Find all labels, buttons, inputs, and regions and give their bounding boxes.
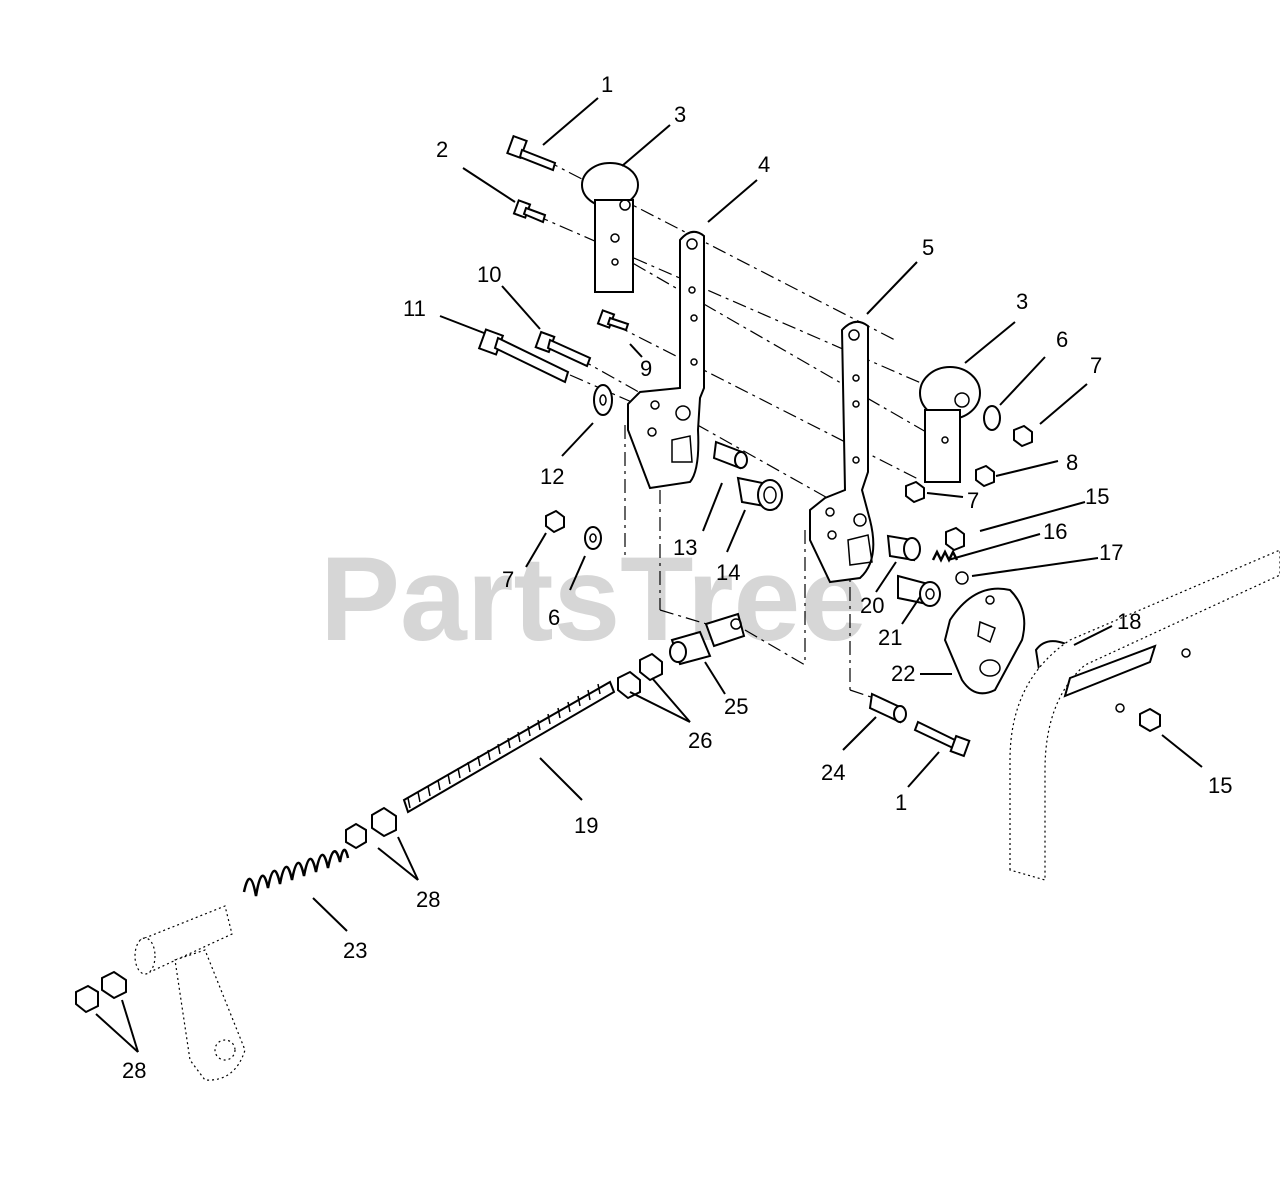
- leader-lines: [95, 97, 1203, 1053]
- callout-21: 21: [878, 625, 902, 650]
- callout-28-mid: 28: [416, 887, 440, 912]
- callout-15-right: 15: [1208, 773, 1232, 798]
- callout-24: 24: [821, 760, 845, 785]
- callout-11: 11: [403, 296, 426, 321]
- callout-22: 22: [891, 661, 915, 686]
- callout-labels: 1 2 3 4 5 3 6 7 8 7 15 16 17 10 11 9 12 …: [122, 72, 1232, 1083]
- watermark: PartsTree: [320, 532, 867, 666]
- alignment-lines: [534, 159, 961, 701]
- callout-23: 23: [343, 938, 367, 963]
- washers-and-nuts: [75, 384, 1161, 1014]
- callout-17: 17: [1099, 540, 1123, 565]
- handle-ghost: [134, 905, 246, 1081]
- callout-7-mid: 7: [967, 488, 979, 513]
- callout-1-top: 1: [601, 72, 613, 97]
- callout-16: 16: [1043, 519, 1067, 544]
- callout-1-bottom: 1: [895, 790, 907, 815]
- rod-end-left: [581, 162, 639, 293]
- callout-26: 26: [688, 728, 712, 753]
- callout-3-left: 3: [674, 102, 686, 127]
- callout-14: 14: [716, 560, 740, 585]
- callout-3-right: 3: [1016, 289, 1028, 314]
- compression-spring: [242, 848, 350, 897]
- callout-7-left: 7: [502, 567, 514, 592]
- callout-13: 13: [673, 535, 697, 560]
- lever-arm-right: [809, 320, 875, 584]
- callout-5: 5: [922, 235, 934, 260]
- callout-2: 2: [436, 137, 448, 162]
- callout-8: 8: [1066, 450, 1078, 475]
- callout-20: 20: [860, 593, 884, 618]
- callout-6-right: 6: [1056, 327, 1068, 352]
- callout-18: 18: [1117, 609, 1141, 634]
- callout-4: 4: [758, 152, 770, 177]
- callout-19: 19: [574, 813, 598, 838]
- callout-7-right: 7: [1090, 353, 1102, 378]
- frame-tube: [1009, 549, 1280, 881]
- cam-plate: [943, 587, 1026, 695]
- callout-9: 9: [640, 356, 652, 381]
- callout-15-mid: 15: [1085, 484, 1109, 509]
- callout-25: 25: [724, 694, 748, 719]
- rod-end-right: [919, 366, 981, 483]
- callout-6-left: 6: [548, 605, 560, 630]
- callout-12: 12: [540, 464, 564, 489]
- lever-arm-left: [627, 230, 705, 490]
- threaded-rod: [402, 680, 616, 814]
- bolts: [477, 134, 971, 758]
- callout-28-left: 28: [122, 1058, 146, 1083]
- callout-10: 10: [477, 262, 501, 287]
